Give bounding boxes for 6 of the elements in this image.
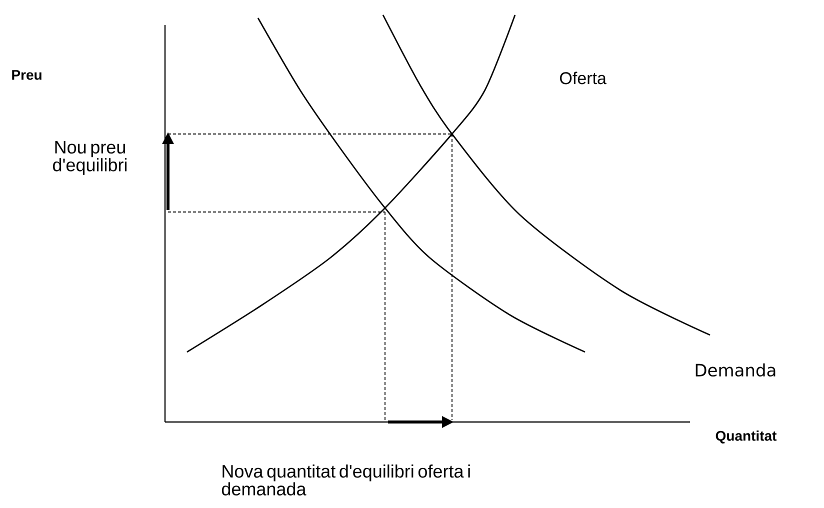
axis-label: Preu — [12, 70, 42, 80]
axis-label: Oferta — [560, 72, 606, 84]
axis-label: Nou preu d'equilibri — [53, 141, 127, 175]
axis-label: Nova quantitat d'equilibri oferta i demanada — [222, 464, 470, 496]
axis-label: Quantitat — [716, 430, 777, 444]
axis-label: Demanda — [696, 363, 776, 377]
